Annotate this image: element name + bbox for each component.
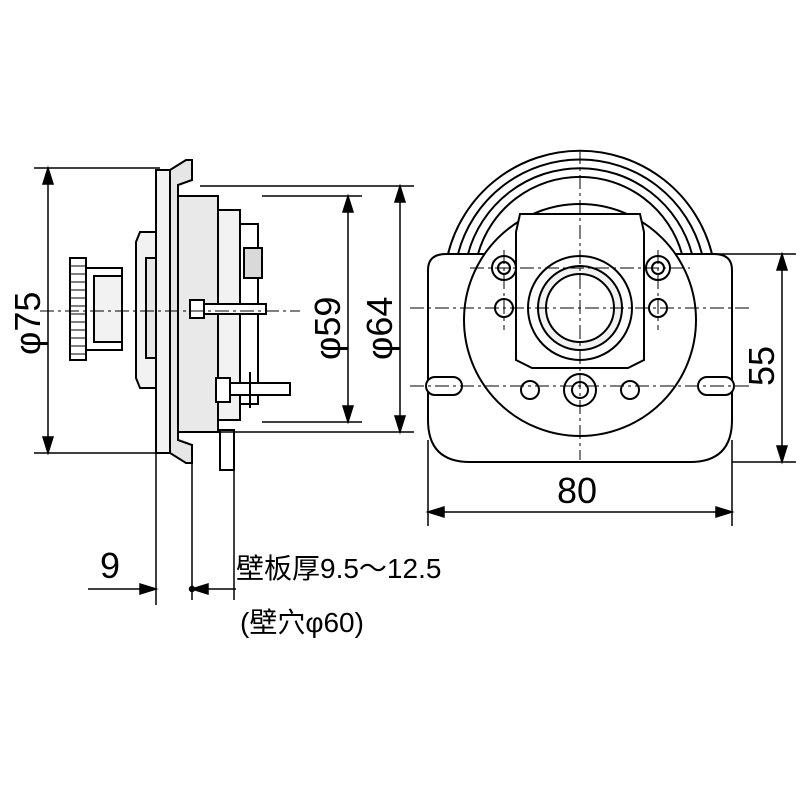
screw-upper-head [189,299,205,319]
label-height: 55 [741,346,782,386]
label-depth: 9 [100,545,120,586]
dim-depth [88,582,236,596]
body-core [243,247,263,279]
label-width: 80 [557,470,597,511]
label-inner-dia: φ59 [307,297,348,360]
screw-lower-head [215,377,231,403]
nipple-thread [93,275,123,343]
dim-inner-dia [262,193,362,425]
front-centerlines [410,150,750,460]
dim-width [425,440,735,526]
hole-bottom-right [620,380,640,400]
dim-height [714,251,796,465]
knurl-lines [70,265,86,355]
label-outer-dia: φ75 [7,292,48,355]
wall-stub [219,429,235,471]
dim-mid-dia [200,183,414,435]
note-wall-hole: (壁穴φ60) [240,607,364,638]
flange-lip [169,159,193,464]
knurled-knob [69,257,87,361]
screw-lower-shaft [229,382,291,396]
note-wall-thickness: 壁板厚9.5～12.5 [236,553,441,584]
left-step [145,257,157,359]
hole-bottom-left [520,380,540,400]
dim-outer-dia [34,165,160,456]
side-view [69,159,291,605]
screw-upper-shaft [203,303,267,315]
label-mid-dia: φ64 [359,297,400,360]
